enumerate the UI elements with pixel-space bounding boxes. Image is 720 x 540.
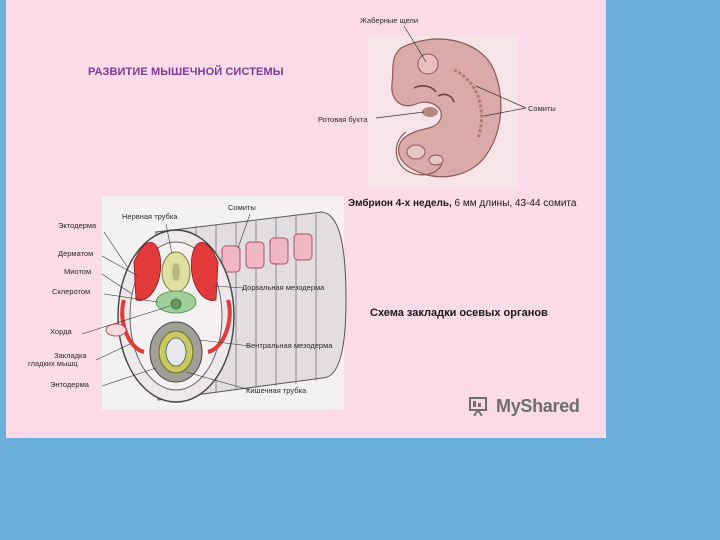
label-dermatome: Дерматом [58,249,93,258]
axial-organs-schema [82,196,346,410]
label-oral-bay: Ротовая бухта [318,115,368,124]
embryo-illustration [368,26,526,188]
label-sclerotome: Склеротом [52,287,90,296]
embryo-caption: Эмбрион 4-х недель, 6 мм длины, 43-44 со… [348,198,576,209]
label-smooth-muscle-2: гладких мышц [28,359,78,368]
myshared-logo-icon [468,394,492,418]
schema-caption: Схема закладки осевых органов [370,307,548,319]
label-ventral-mesoderm: Вентральная мезодерма [246,341,332,350]
slide-title: РАЗВИТИЕ МЫШЕЧНОЙ СИСТЕМЫ [88,66,284,78]
label-neural-tube: Нервная трубка [122,212,177,221]
label-ectoderm: Эктодерма [58,221,96,230]
myshared-watermark: MyShared [468,394,580,418]
label-somites-embryo: Сомиты [528,104,556,113]
label-myotome: Миотом [64,267,91,276]
label-entoderm: Энтодерма [50,380,89,389]
label-somites-schema: Сомиты [228,203,256,212]
label-gut-tube: Кишечная трубка [246,386,306,395]
label-chord: Хорда [50,327,72,336]
label-gill-slits: Жаберные щели [360,16,418,25]
watermark-text: MyShared [496,396,580,417]
slide: РАЗВИТИЕ МЫШЕЧНОЙ СИСТЕМЫ Жаберные щели … [6,0,606,438]
embryo-caption-bold: Эмбрион 4-х недель, [348,198,452,209]
label-dorsal-mesoderm: Дорзальная мезодерма [242,283,324,292]
embryo-caption-rest: 6 мм длины, 43-44 сомита [452,198,577,209]
